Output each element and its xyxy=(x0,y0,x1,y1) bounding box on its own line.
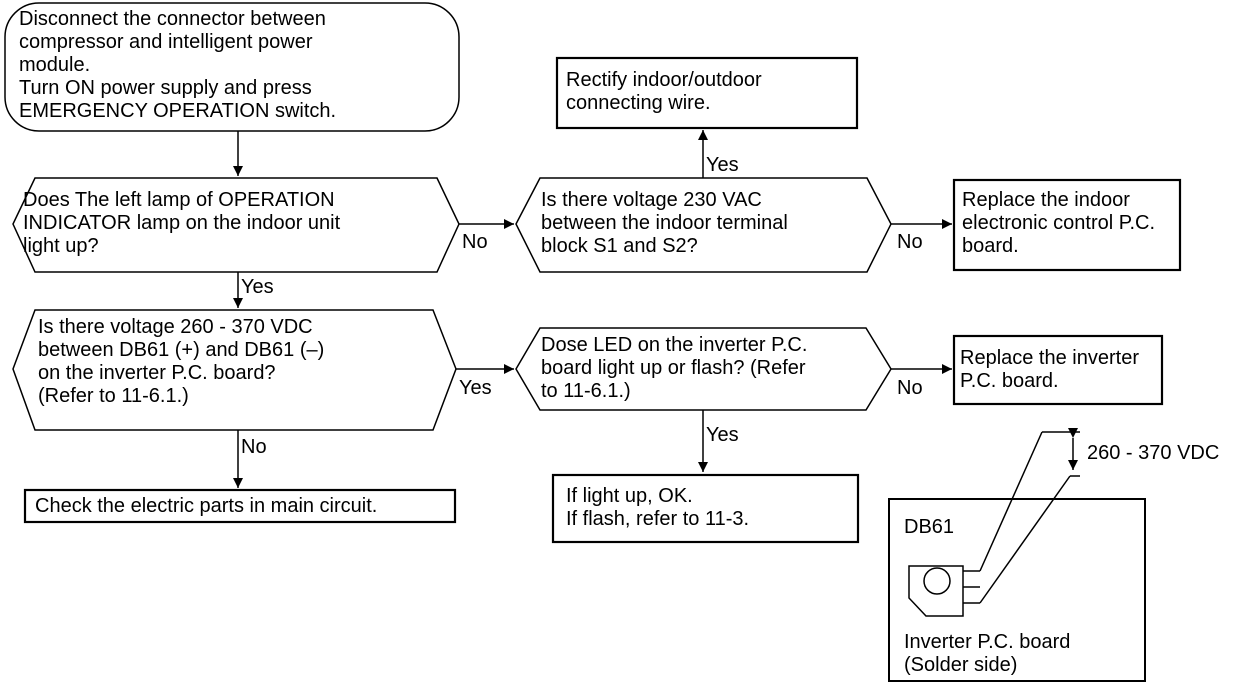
label-yes-230: Yes xyxy=(706,154,739,176)
label-no-230: No xyxy=(897,231,923,253)
board-voltage-label: 260 - 370 VDC xyxy=(1087,442,1220,464)
decision-led xyxy=(515,327,892,411)
check-parts-text: Check the electric parts in main circuit… xyxy=(35,495,378,517)
box-led-result xyxy=(551,473,860,544)
db61-label: DB61 xyxy=(904,516,955,538)
rectify-wire-text: Rectify indoor/outdoor connecting wire. xyxy=(566,69,762,114)
start-terminal xyxy=(4,2,460,132)
label-no-dc: No xyxy=(241,436,267,458)
replace-indoor-pcb-text: Replace the indoor electronic control P.… xyxy=(962,189,1156,257)
decision-voltage-230 xyxy=(515,177,892,273)
label-yes-lamp: Yes xyxy=(241,276,274,298)
label-no-lamp: No xyxy=(462,231,488,253)
db61-component xyxy=(908,565,964,617)
lamp-question-text: Does The left lamp of OPERATION INDICATO… xyxy=(23,189,341,257)
box-replace-inverter-pcb xyxy=(952,334,1164,406)
lead-negative xyxy=(979,475,1071,604)
label-no-led: No xyxy=(897,377,923,399)
box-check-parts xyxy=(23,488,457,524)
voltage-dc-question-text: Is there voltage 260 - 370 VDC between D… xyxy=(38,316,325,407)
box-rectify-wire xyxy=(555,56,859,130)
label-yes-led: Yes xyxy=(706,424,739,446)
inverter-board xyxy=(888,498,1146,682)
inverter-board-figure xyxy=(888,428,1146,682)
label-yes-dc: Yes xyxy=(459,377,492,399)
start-text: Disconnect the connector between compres… xyxy=(19,8,337,122)
voltage-230-question-text: Is there voltage 230 VAC between the ind… xyxy=(541,189,788,257)
decision-voltage-dc xyxy=(12,309,457,431)
db61-hole xyxy=(923,567,951,595)
led-question-text: Dose LED on the inverter P.C. board ligh… xyxy=(541,334,808,402)
decision-lamp xyxy=(12,177,460,273)
replace-inverter-pcb-text: Replace the inverter P.C. board. xyxy=(960,347,1139,392)
led-result-text: If light up, OK. If flash, refer to 11-3… xyxy=(566,485,750,530)
board-caption: Inverter P.C. board (Solder side) xyxy=(904,631,1071,676)
box-replace-indoor-pcb xyxy=(952,178,1182,272)
lead-positive xyxy=(979,431,1043,572)
